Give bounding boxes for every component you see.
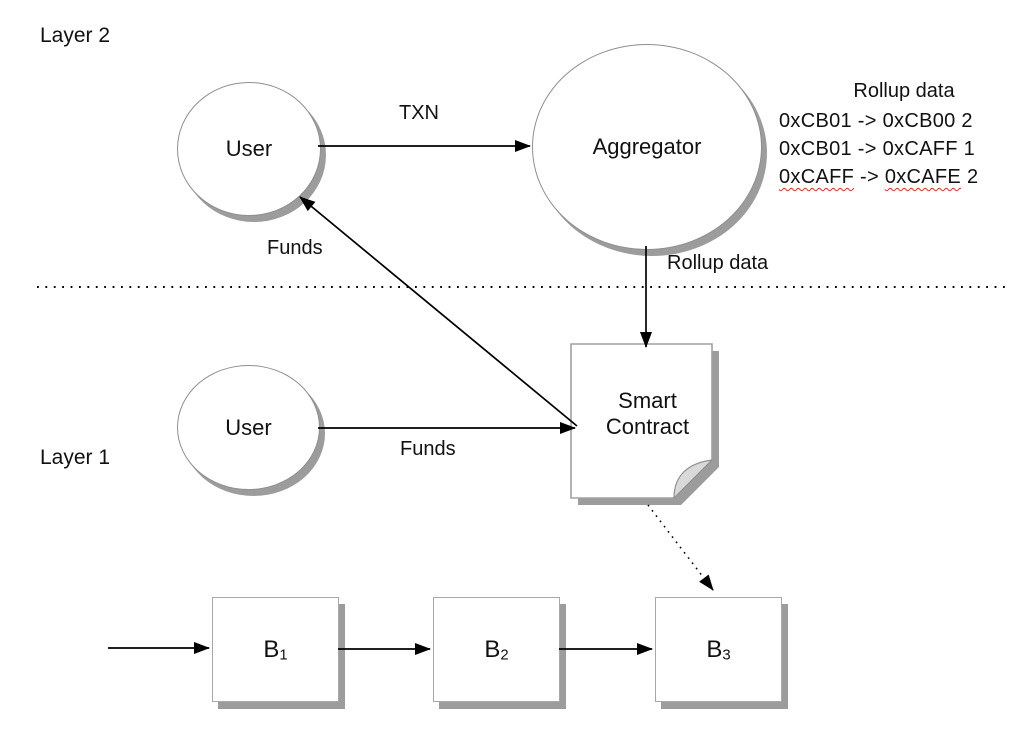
node-block-b1-label: B1 bbox=[263, 635, 288, 664]
rollup-panel-line2: 0xCB01 -> 0xCAFF 1 bbox=[779, 138, 976, 160]
node-block-b2: B2 bbox=[433, 597, 560, 702]
layer1-label: Layer 1 bbox=[40, 446, 111, 469]
edge-label-funds-to-contract: Funds bbox=[400, 438, 456, 460]
node-user-layer2: User bbox=[177, 82, 321, 216]
misspelled-0xCAFE: 0xCAFE bbox=[884, 166, 962, 188]
edge-funds-to-user-arrow bbox=[299, 196, 578, 427]
node-block-b1: B1 bbox=[212, 597, 339, 702]
rollup-panel-line3: 0xCAFF -> 0xCAFE 2 bbox=[779, 166, 979, 188]
node-user-layer1: User bbox=[177, 365, 320, 490]
node-smart-contract bbox=[570, 343, 719, 505]
rollup-panel-title: Rollup data bbox=[853, 80, 955, 102]
node-user-layer1-label: User bbox=[225, 414, 272, 440]
layer2-label: Layer 2 bbox=[40, 24, 111, 47]
node-smart-contract-label: Smart Contract bbox=[605, 388, 690, 439]
node-aggregator-label: Aggregator bbox=[592, 134, 702, 159]
node-user-layer2-label: User bbox=[225, 136, 273, 161]
node-aggregator: Aggregator bbox=[532, 44, 762, 250]
node-block-b3-label: B3 bbox=[706, 635, 731, 664]
smart-contract-fold-corner bbox=[673, 459, 714, 500]
edge-label-txn: TXN bbox=[399, 102, 439, 124]
rollup-panel-line1: 0xCB01 -> 0xCB00 2 bbox=[779, 110, 973, 132]
node-block-b3: B3 bbox=[655, 597, 782, 702]
rollup-data-panel: Rollup data 0xCB01 -> 0xCB00 2 0xCB01 ->… bbox=[779, 79, 1029, 191]
edge-label-rollup-data: Rollup data bbox=[667, 252, 769, 274]
edge-label-funds-to-user: Funds bbox=[267, 237, 323, 259]
node-block-b2-label: B2 bbox=[484, 635, 509, 664]
misspelled-0xCAFF: 0xCAFF bbox=[779, 166, 855, 188]
